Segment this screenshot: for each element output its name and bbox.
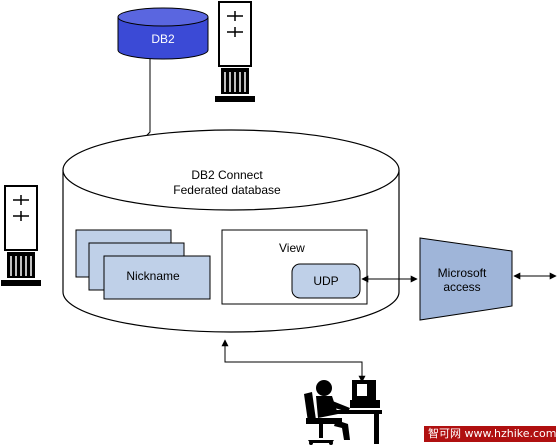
server-tower-left <box>1 185 41 286</box>
user-at-computer-icon <box>304 380 382 445</box>
db2-label: DB2 <box>151 32 175 46</box>
nickname-stack: Nickname <box>75 229 211 300</box>
user-to-database-connector <box>221 339 366 383</box>
view-label: View <box>279 241 305 255</box>
nickname-label: Nickname <box>126 269 180 283</box>
server-tower-top <box>215 1 255 102</box>
federated-title-line2: Federated database <box>173 183 281 197</box>
udp-label: UDP <box>313 274 338 288</box>
udp-box: UDP <box>291 263 361 299</box>
db2-cylinder: DB2 <box>117 7 209 60</box>
watermark-banner: 智可网 www.hzhike.com <box>424 426 556 442</box>
microsoft-label-line1: Microsoft <box>438 266 487 280</box>
microsoft-access-shape: Microsoft access <box>419 237 513 321</box>
microsoft-label-line2: access <box>443 280 480 294</box>
federated-title-line1: DB2 Connect <box>191 168 263 182</box>
